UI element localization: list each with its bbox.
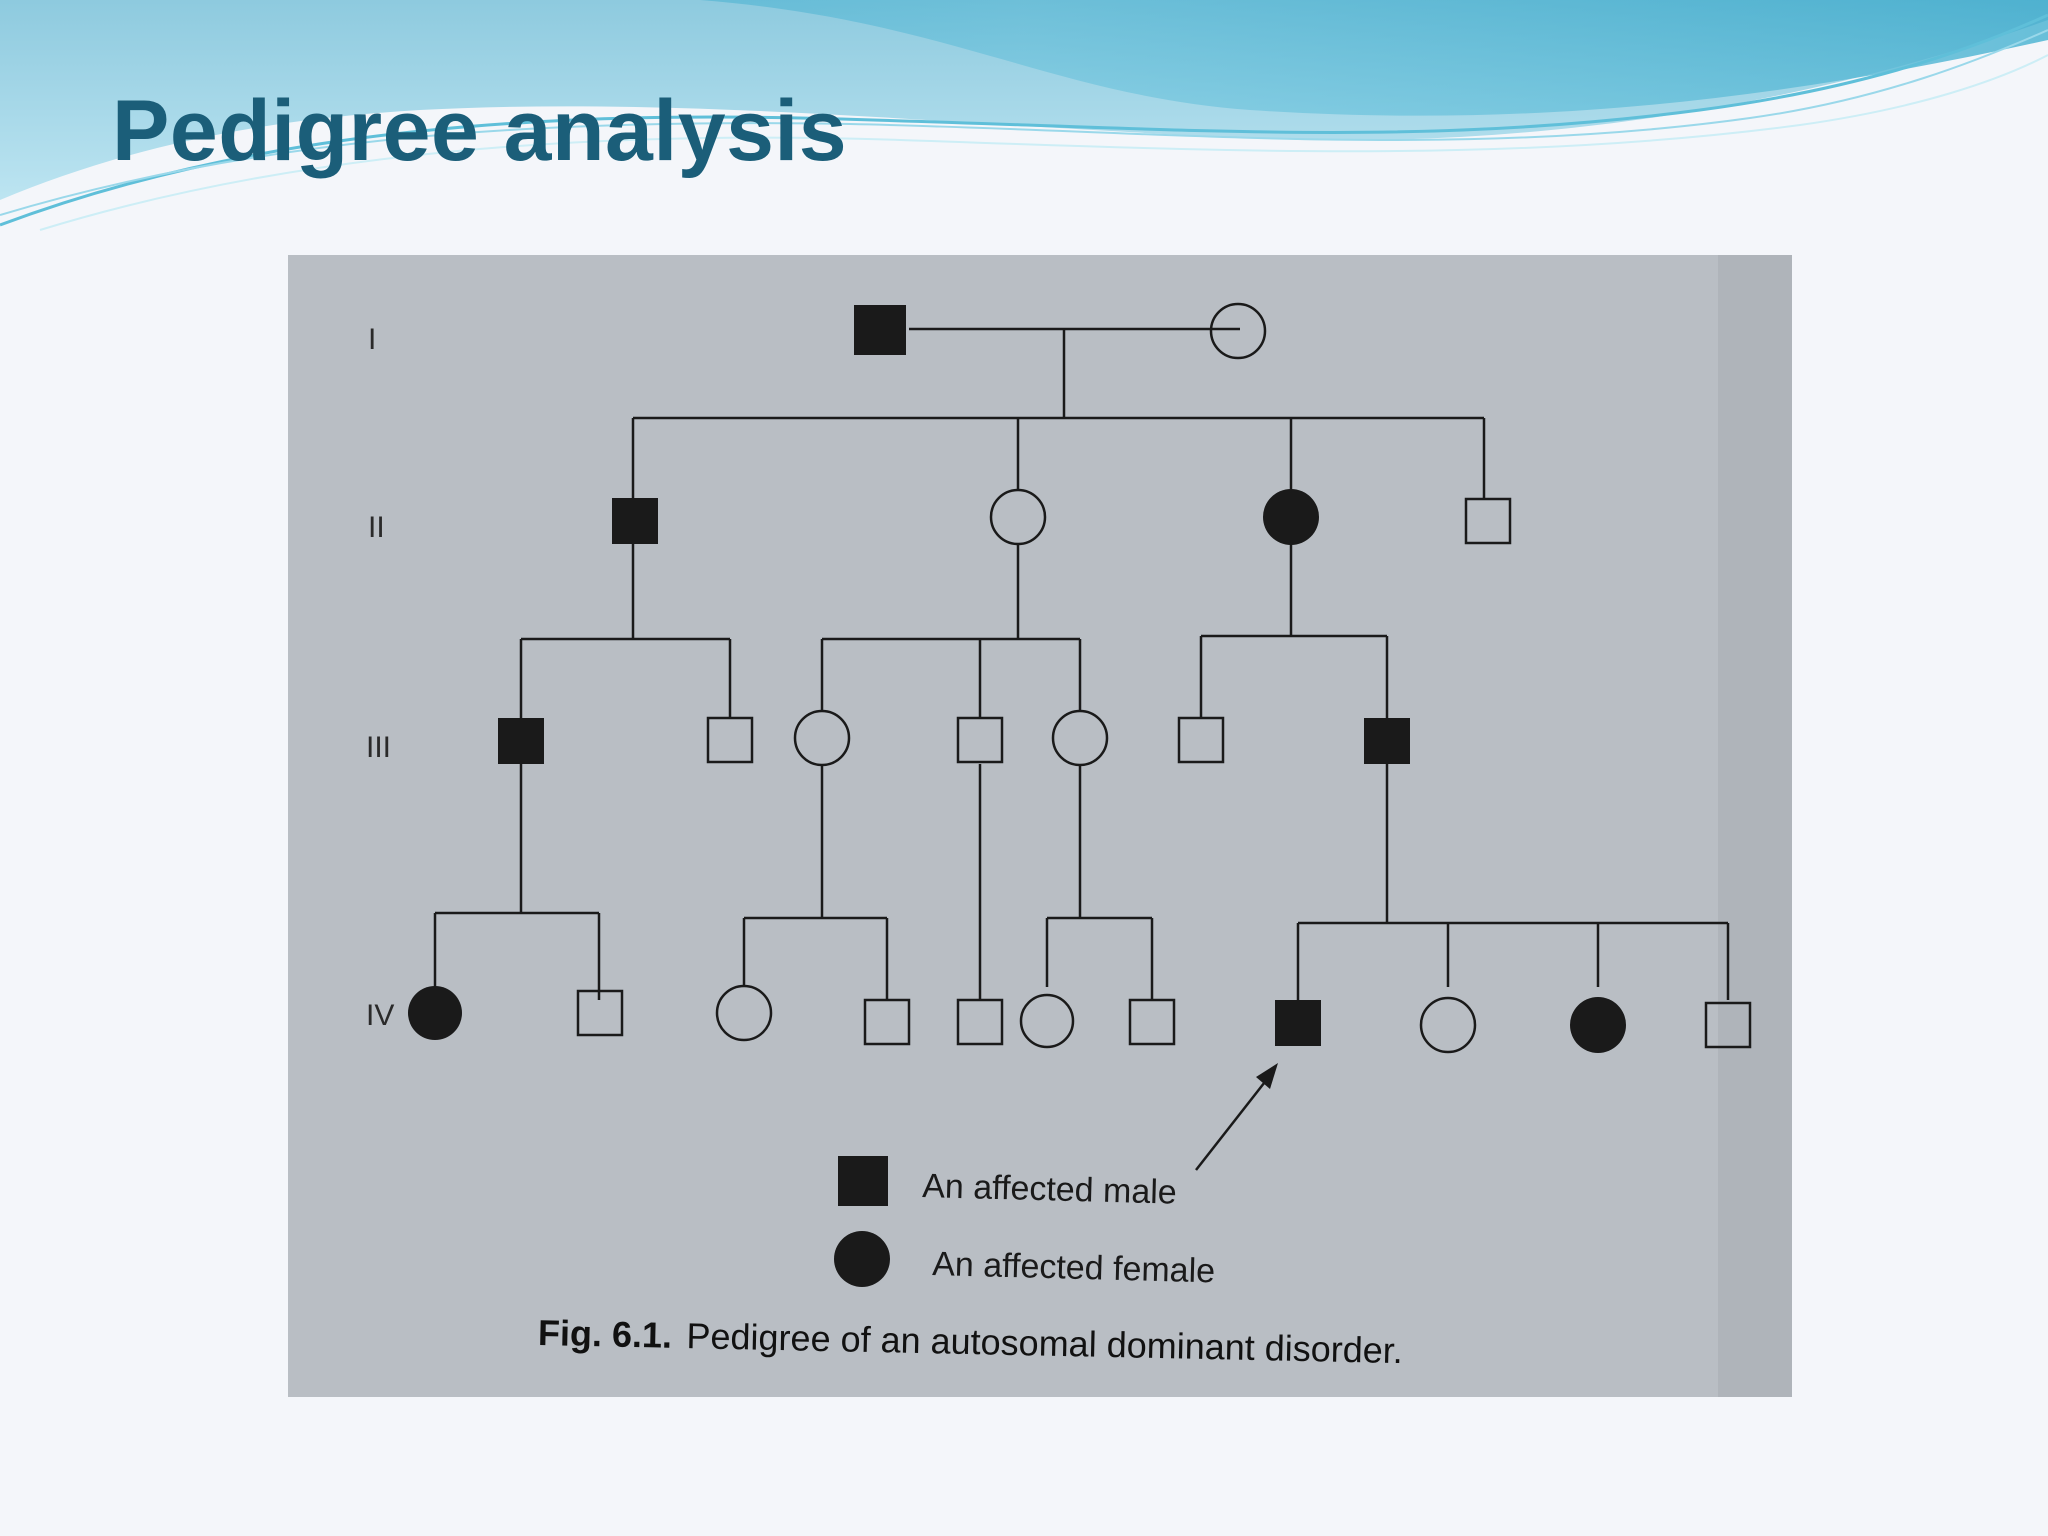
unaffected-male-symbol bbox=[706, 716, 754, 764]
unaffected-female-symbol bbox=[793, 709, 851, 767]
affected-male-symbol bbox=[498, 718, 544, 764]
proband-arrow-icon bbox=[1256, 1063, 1278, 1089]
generation-label: III bbox=[366, 731, 391, 764]
legend-affected-male-label: An affected male bbox=[922, 1167, 1177, 1212]
generation-label: II bbox=[368, 511, 385, 544]
pedigree-lines bbox=[433, 327, 1730, 1171]
legend-affected-male-icon bbox=[838, 1156, 888, 1206]
unaffected-male-symbol bbox=[956, 716, 1004, 764]
unaffected-female-symbol bbox=[715, 984, 773, 1042]
unaffected-female-symbol bbox=[1051, 709, 1109, 767]
unaffected-male-symbol bbox=[863, 998, 911, 1046]
unaffected-male-symbol bbox=[576, 989, 624, 1037]
affected-female-symbol bbox=[1570, 997, 1626, 1053]
legend-affected-female-icon bbox=[834, 1231, 890, 1287]
unaffected-male-symbol bbox=[1704, 1001, 1752, 1049]
unaffected-female-symbol bbox=[1419, 996, 1477, 1054]
unaffected-male-symbol bbox=[1177, 716, 1225, 764]
pedigree-diagram: I II III IV An affected male bbox=[288, 255, 1792, 1397]
unaffected-female-symbol bbox=[1209, 302, 1267, 360]
unaffected-female-symbol bbox=[1019, 993, 1075, 1049]
affected-male-symbol bbox=[1364, 718, 1410, 764]
header-wave-decoration bbox=[0, 0, 2048, 231]
generation-label: IV bbox=[366, 999, 394, 1032]
slide-title: Pedigree analysis bbox=[112, 83, 848, 179]
affected-male-symbol bbox=[854, 305, 906, 355]
affected-female-symbol bbox=[408, 986, 462, 1040]
legend-affected-female-label: An affected female bbox=[932, 1245, 1216, 1290]
unaffected-male-symbol bbox=[1128, 998, 1176, 1046]
unaffected-female-symbol bbox=[989, 488, 1047, 546]
generation-label: I bbox=[368, 323, 376, 356]
unaffected-male-symbol bbox=[1464, 497, 1512, 545]
pedigree-figure: I II III IV An affected male bbox=[288, 255, 1792, 1397]
affected-male-symbol bbox=[612, 498, 658, 544]
affected-female-symbol bbox=[1263, 489, 1319, 545]
unaffected-male-symbol bbox=[956, 998, 1004, 1046]
proband-affected-male-symbol bbox=[1275, 1000, 1321, 1046]
caption-number: Fig. 6.1. bbox=[538, 1312, 673, 1356]
